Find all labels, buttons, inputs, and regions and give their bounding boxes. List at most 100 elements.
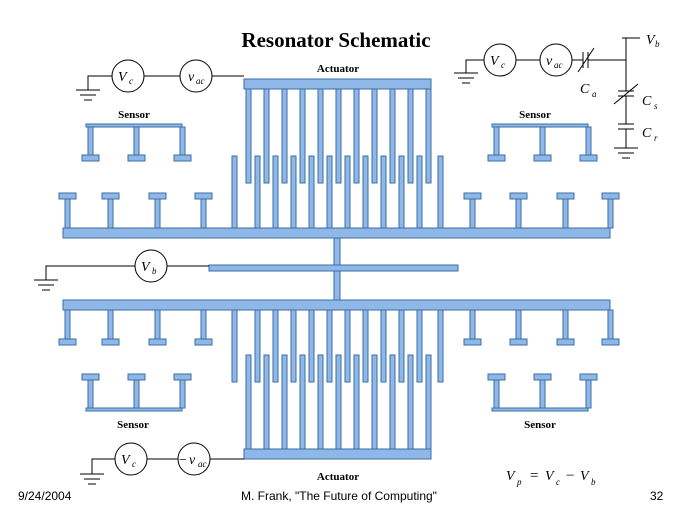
actuator-finger-top-fixed (281, 88, 288, 184)
sensor-finger-cap (601, 338, 620, 346)
actuator-finger-top-fixed (389, 88, 396, 184)
sensor-finger-cap (58, 338, 77, 346)
actuator-finger-bottom-moving (290, 309, 297, 383)
actuator-finger-bottom-fixed (335, 354, 342, 450)
sensor-finger-cap (194, 192, 213, 200)
sensor-fixed-cap (579, 373, 598, 381)
actuator-finger-top-moving (272, 155, 279, 229)
actuator-finger-top-fixed (263, 88, 270, 184)
vb-subscript: b (152, 266, 157, 276)
actuator-finger-top-fixed (245, 88, 252, 184)
actuator-label-top: Actuator (317, 63, 359, 75)
cr-subscript: r (654, 133, 658, 143)
sensor-finger-cap (601, 192, 620, 200)
top-right-capacitance-circuit: V c v ac V b C a C s C r (483, 33, 660, 143)
actuator-finger-bottom-fixed (353, 354, 360, 450)
sensor-fixed-finger (133, 379, 140, 409)
actuator-finger-bottom-moving (437, 309, 444, 383)
sensor-finger-cap (101, 192, 120, 200)
actuator-finger-bottom-moving (362, 309, 369, 383)
sensor-fixed-cap (127, 154, 146, 162)
sensor-fixed-finger (179, 379, 186, 409)
eq-equals: = (530, 468, 538, 484)
actuator-finger-top-fixed (407, 88, 414, 184)
sensor-fixed-cap (81, 373, 100, 381)
sensor-fixed-finger (585, 126, 592, 156)
sensor-label-bottom-left: Sensor (117, 419, 149, 431)
sensor-finger-cap (148, 338, 167, 346)
actuator-finger-bottom-moving (398, 309, 405, 383)
actuator-finger-top-fixed (335, 88, 342, 184)
sensor-fixed-finger (87, 126, 94, 156)
sensor-finger-lower-left (64, 309, 71, 340)
actuator-finger-top-moving (254, 155, 261, 229)
actuator-finger-top-moving (398, 155, 405, 229)
sensor-finger-lower-left (154, 309, 161, 340)
sensor-label-top-right: Sensor (519, 109, 551, 121)
lower-shuttle-beam (62, 299, 611, 311)
actuator-anchor-bottom (243, 448, 432, 460)
sensor-fixed-finger (539, 126, 546, 156)
sensor-finger-cap (556, 338, 575, 346)
sensor-finger-cap (463, 338, 482, 346)
actuator-finger-top-moving (416, 155, 423, 229)
vac-subscript-b: ac (198, 459, 207, 469)
footer-author: M. Frank, "The Future of Computing" (241, 489, 437, 503)
actuator-finger-top-fixed (299, 88, 306, 184)
sensor-finger-upper-left (107, 198, 114, 229)
vac-symbol-tr: v (546, 54, 553, 69)
sensor-finger-lower-right (515, 309, 522, 340)
vb-node-subscript: b (655, 39, 660, 49)
footer-page-number: 32 (650, 489, 664, 503)
vac-subscript-tr: ac (554, 60, 563, 70)
sensor-fixed-cap (173, 154, 192, 162)
sensor-finger-upper-right (515, 198, 522, 229)
vp-equation: V p = V c − V b (506, 468, 596, 487)
actuator-finger-bottom-moving (416, 309, 423, 383)
sensor-finger-upper-left (64, 198, 71, 229)
cr-symbol: C (642, 126, 652, 141)
cs-subscript: s (654, 101, 658, 111)
actuator-finger-bottom-moving (254, 309, 261, 383)
actuator-finger-top-moving (308, 155, 315, 229)
sensor-fixed-cap (81, 154, 100, 162)
actuator-finger-bottom-fixed (281, 354, 288, 450)
sensor-fixed-cap (579, 154, 598, 162)
sensor-finger-upper-left (154, 198, 161, 229)
sensor-finger-upper-left (200, 198, 207, 229)
sensor-fixed-finger (493, 379, 500, 409)
actuator-finger-bottom-moving (326, 309, 333, 383)
sensor-finger-cap (101, 338, 120, 346)
vb-source (134, 249, 168, 283)
actuator-finger-bottom-fixed (389, 354, 396, 450)
vc-subscript-b: c (132, 459, 136, 469)
vc-symbol-tr: V (490, 54, 500, 69)
cs-variable-arrow (613, 83, 639, 105)
wire-tr-ground (465, 59, 484, 73)
sensor-fixed-finger (179, 126, 186, 156)
slide-title: Resonator Schematic (241, 28, 431, 52)
vc-subscript-tr: c (501, 60, 505, 70)
eq-vb: V (580, 469, 590, 484)
vc-subscript: c (129, 76, 133, 86)
sensor-finger-upper-right (562, 198, 569, 229)
actuator-finger-top-fixed (353, 88, 360, 184)
vac-symbol: v (188, 70, 195, 85)
eq-vc: V (545, 469, 555, 484)
actuator-finger-bottom-moving (231, 309, 238, 383)
actuator-finger-top-fixed (371, 88, 378, 184)
eq-vp: V (506, 469, 516, 484)
wire-bias-ground (45, 265, 135, 280)
sensor-finger-upper-right (607, 198, 614, 229)
actuator-finger-top-moving (326, 155, 333, 229)
sensor-fixed-cap (487, 154, 506, 162)
vac-source-top-left (179, 59, 213, 93)
actuator-finger-top-moving (344, 155, 351, 229)
actuator-finger-bottom-fixed (317, 354, 324, 450)
vb-node-symbol: V (646, 33, 656, 48)
actuator-finger-bottom-fixed (245, 354, 252, 450)
actuator-finger-bottom-moving (272, 309, 279, 383)
wire-tl-ground (87, 75, 112, 90)
sensor-finger-lower-left (107, 309, 114, 340)
